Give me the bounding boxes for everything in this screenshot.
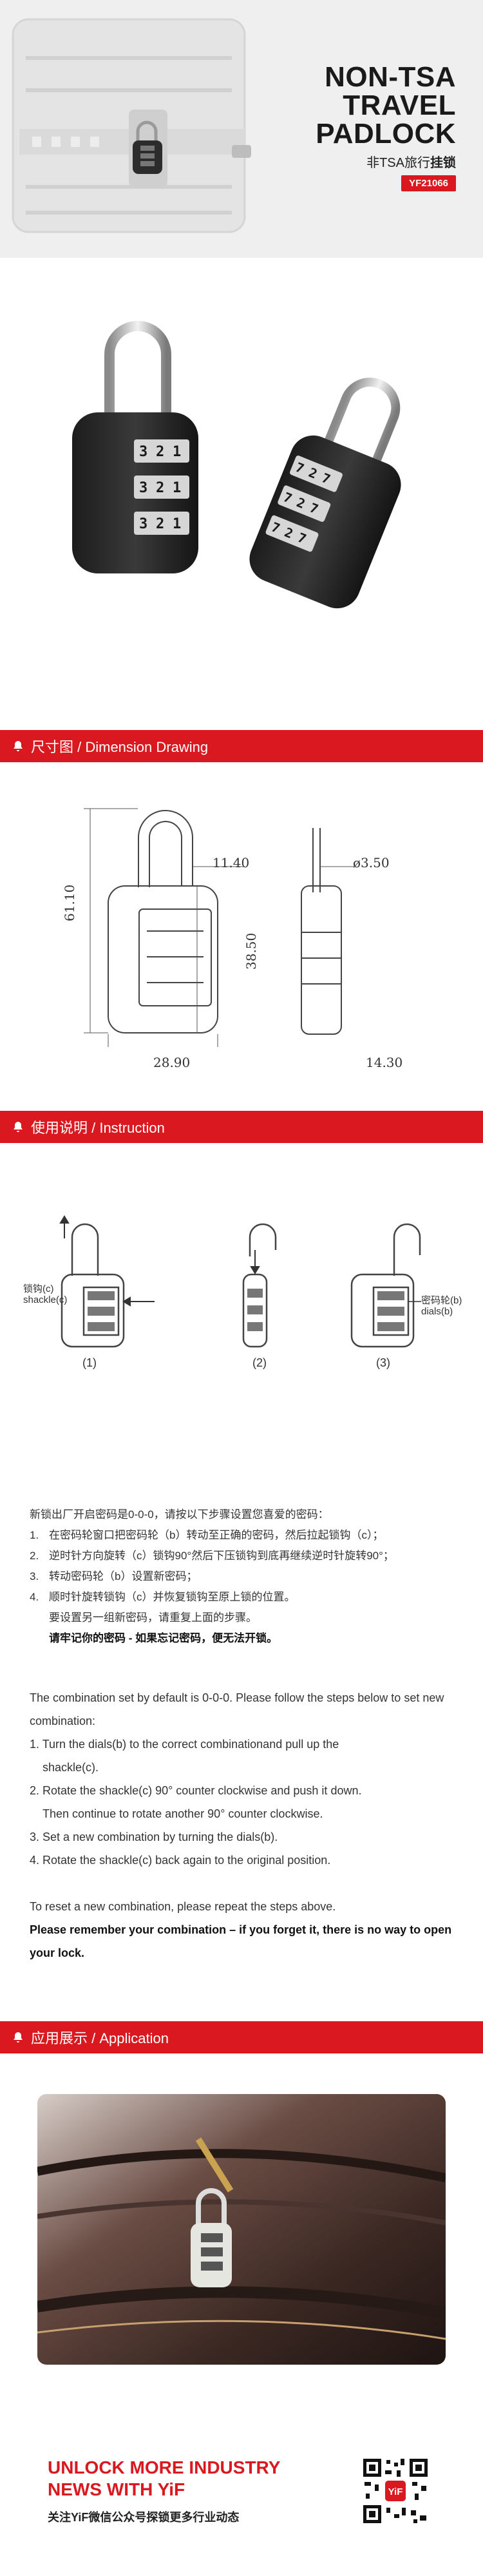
model-badge: YF21066 bbox=[401, 175, 456, 191]
section-title-dimension: 尺寸图 / Dimension Drawing bbox=[31, 739, 209, 755]
dim-total-height: 61.10 bbox=[62, 884, 77, 921]
en-step-2-cont: Then continue to rotate another 90° coun… bbox=[43, 1807, 323, 1820]
dim-body-width: 28.90 bbox=[153, 1055, 191, 1070]
application-photo-art bbox=[37, 2094, 446, 2365]
cn-step: 3. 转动密码轮（b）设置新密码； bbox=[30, 1566, 455, 1587]
bell-icon bbox=[14, 2032, 23, 2043]
dimension-drawing bbox=[84, 808, 354, 1047]
footer-title-line-2: NEWS WITH YiF bbox=[48, 2479, 185, 2499]
cn-step-text: 顺时针旋转锁钩（c）并恢复锁钩至原上锁的位置。 bbox=[49, 1591, 296, 1603]
en-warning: Please remember your combination – if yo… bbox=[30, 1923, 452, 1959]
cn-step: 1. 在密码轮窗口把密码轮（b）转动至正确的密码，然后拉起锁钩（c）； bbox=[30, 1525, 455, 1546]
cn-step-num: 1. bbox=[30, 1529, 39, 1541]
figure-caption-2: (2) bbox=[252, 1356, 267, 1369]
suitcase-illustration bbox=[12, 18, 251, 233]
qr-code-icon[interactable]: YiF bbox=[361, 2456, 430, 2526]
label-shackle: 锁钩(c) shackle(c) bbox=[23, 1283, 68, 1305]
en-step-1: 1. Turn the dials(b) to the correct comb… bbox=[30, 1738, 339, 1751]
hero-subtitle-prefix: 非TSA旅行 bbox=[366, 156, 430, 170]
svg-text:1: 1 bbox=[173, 516, 181, 532]
hero-title-line-2: TRAVEL bbox=[343, 90, 456, 121]
hero-title-line-1: NON-TSA bbox=[325, 61, 456, 93]
svg-text:1: 1 bbox=[173, 444, 181, 460]
footer-title: UNLOCK MORE INDUSTRY NEWS WITH YiF bbox=[48, 2457, 280, 2501]
svg-text:3: 3 bbox=[139, 444, 147, 460]
hero-subtitle-bold: 挂锁 bbox=[430, 156, 456, 170]
cn-step-num: 2. bbox=[30, 1550, 39, 1562]
footer-title-line-1: UNLOCK MORE INDUSTRY bbox=[48, 2457, 281, 2477]
footer-subtitle: 关注YiF微信公众号探锁更多行业动态 bbox=[48, 2511, 240, 2524]
hero-subtitle: 非TSA旅行挂锁 bbox=[366, 152, 456, 171]
cn-warning: 请牢记你的密码 - 如果忘记密码，便无法开锁。 bbox=[49, 1632, 278, 1644]
section-title-application: 应用展示 / Application bbox=[31, 2030, 169, 2046]
en-reset: To reset a new combination, please repea… bbox=[30, 1900, 336, 1913]
instruction-text-cn: 新锁出厂开启密码是0-0-0，请按以下步骤设置您喜爱的密码： 1. 在密码轮窗口把… bbox=[30, 1504, 455, 1649]
label-dials: 密码轮(b) dials(b) bbox=[421, 1295, 462, 1317]
dim-shackle-diameter: ø3.50 bbox=[353, 855, 390, 870]
cn-step: 4. 顺时针旋转锁钩（c）并恢复锁钩至原上锁的位置。 bbox=[30, 1587, 455, 1608]
side-view-drawing bbox=[301, 828, 342, 1035]
en-step-3: 3. Set a new combination by turning the … bbox=[30, 1831, 278, 1843]
section-header-dimension: 尺寸图 / Dimension Drawing bbox=[0, 730, 483, 762]
cn-step-text: 在密码轮窗口把密码轮（b）转动至正确的密码，然后拉起锁钩（c）； bbox=[49, 1529, 384, 1541]
section-header-application: 应用展示 / Application bbox=[0, 2021, 483, 2053]
svg-text:2: 2 bbox=[156, 444, 164, 460]
cn-step: 2. 逆时针方向旋转（c）锁钩90°然后下压锁钩到底再继续逆时针旋转90°； bbox=[30, 1546, 455, 1566]
bell-icon bbox=[14, 1122, 23, 1132]
cn-intro: 新锁出厂开启密码是0-0-0，请按以下步骤设置您喜爱的密码： bbox=[30, 1508, 329, 1521]
instruction-text-en: The combination set by default is 0-0-0.… bbox=[30, 1686, 455, 1965]
svg-text:3: 3 bbox=[139, 516, 147, 532]
dim-body-height: 38.50 bbox=[243, 932, 259, 970]
lock-in-photo bbox=[191, 2188, 232, 2287]
en-intro: The combination set by default is 0-0-0.… bbox=[30, 1691, 444, 1727]
hero-title-line-3: PADLOCK bbox=[316, 118, 456, 149]
hero-banner: NON-TSA TRAVEL PADLOCK 非TSA旅行挂锁 YF21066 bbox=[0, 0, 483, 258]
en-step-1-cont: shackle(c). bbox=[43, 1761, 99, 1774]
svg-text:2: 2 bbox=[156, 480, 164, 496]
cn-step-num: 4. bbox=[30, 1591, 39, 1603]
application-photo bbox=[37, 2094, 446, 2365]
cn-reset: 要设置另一组新密码，请重复上面的步骤。 bbox=[49, 1611, 257, 1624]
qr-logo-text: YiF bbox=[388, 2486, 403, 2497]
dim-shackle-width: 11.40 bbox=[213, 855, 250, 870]
figure-caption-3: (3) bbox=[376, 1356, 390, 1369]
cn-step-num: 3. bbox=[30, 1570, 39, 1582]
instruction-figures bbox=[59, 1215, 421, 1348]
dim-body-depth: 14.30 bbox=[366, 1055, 403, 1070]
hero-title: NON-TSA TRAVEL PADLOCK bbox=[316, 63, 456, 148]
en-step-4: 4. Rotate the shackle(c) back again to t… bbox=[30, 1854, 331, 1867]
cn-step-text: 逆时针方向旋转（c）锁钩90°然后下压锁钩到底再继续逆时针旋转90°； bbox=[49, 1550, 394, 1562]
en-step-2: 2. Rotate the shackle(c) 90° counter clo… bbox=[30, 1784, 362, 1797]
cn-step-text: 转动密码轮（b）设置新密码； bbox=[49, 1570, 198, 1582]
figure-caption-1: (1) bbox=[82, 1356, 97, 1369]
svg-text:1: 1 bbox=[173, 480, 181, 496]
section-header-instruction: 使用说明 / Instruction bbox=[0, 1111, 483, 1143]
svg-text:3: 3 bbox=[139, 480, 147, 496]
section-title-instruction: 使用说明 / Instruction bbox=[31, 1120, 165, 1136]
bell-icon bbox=[14, 741, 23, 751]
svg-text:2: 2 bbox=[156, 516, 164, 532]
